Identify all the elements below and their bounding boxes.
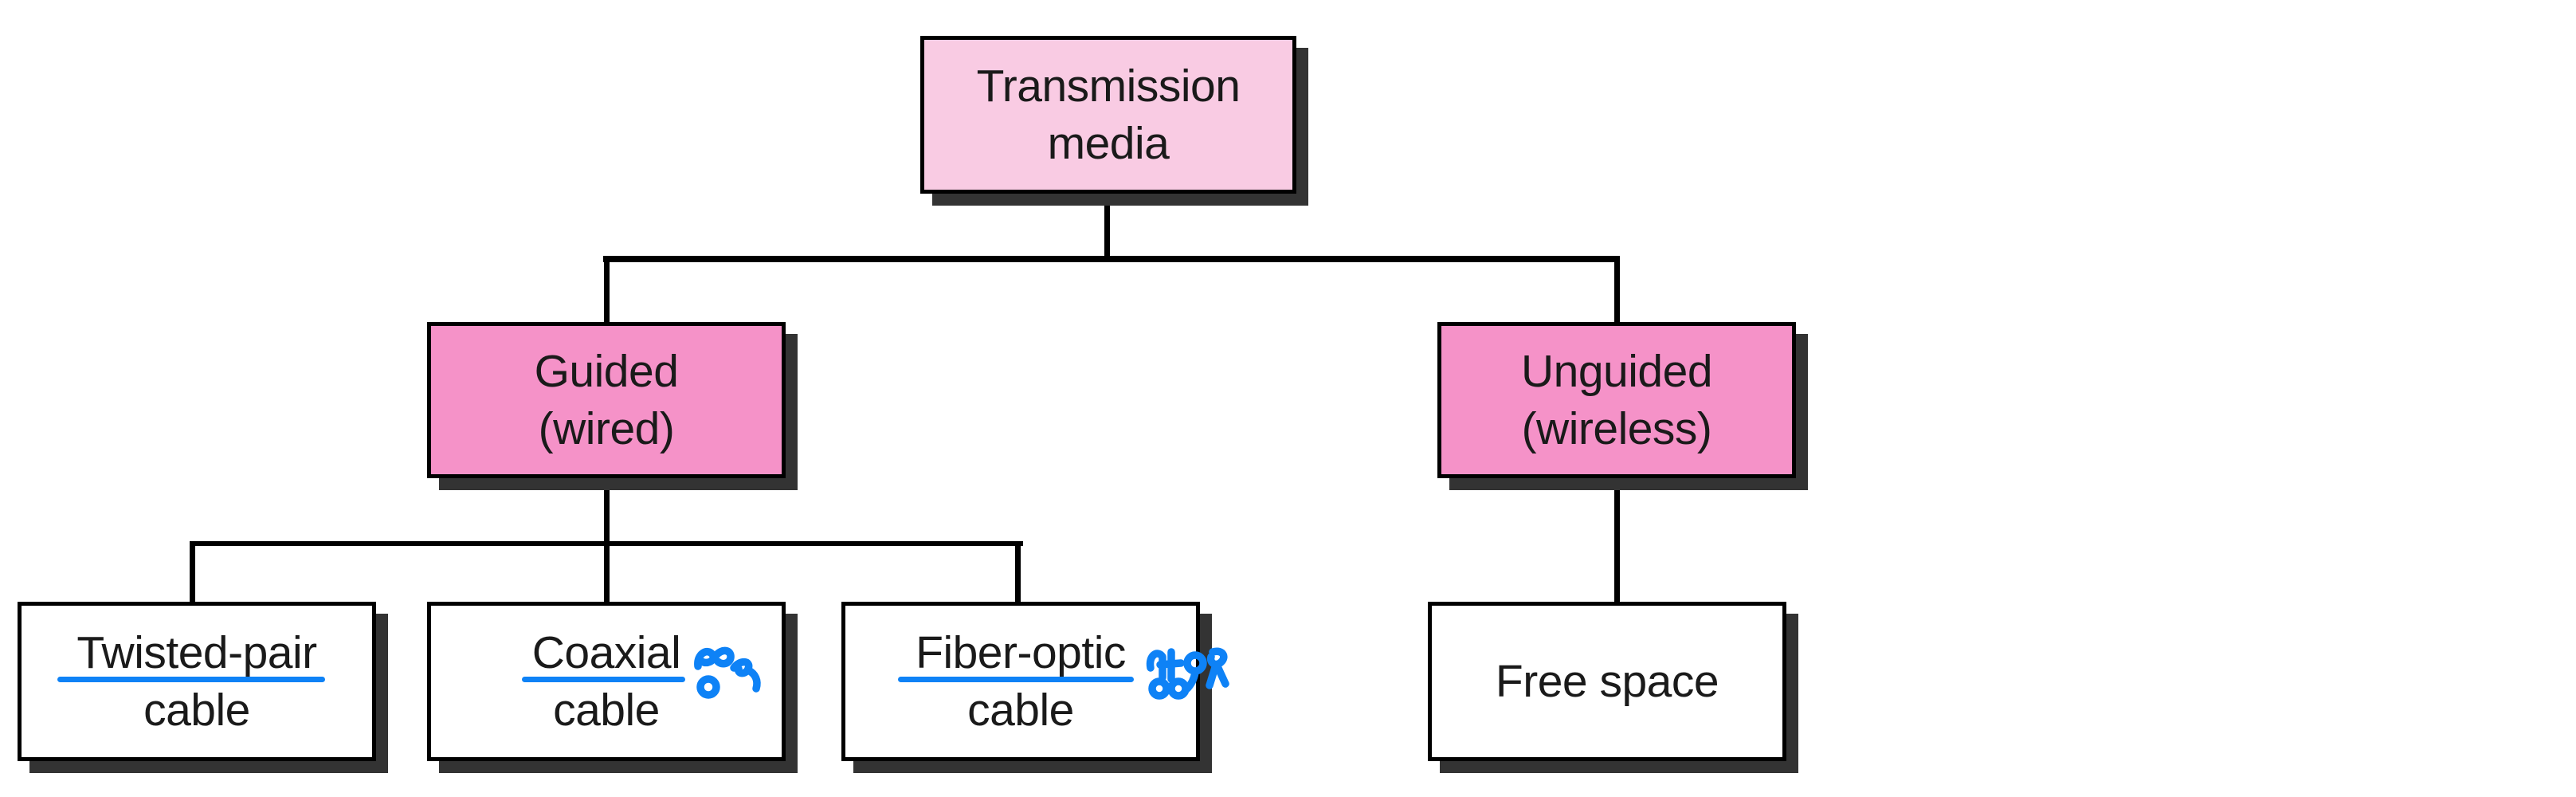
node-transmission-media: Transmission media (920, 36, 1296, 194)
fiber-optic-handwritten-scribble (1146, 647, 1229, 700)
node-label-line1: Guided (534, 346, 679, 397)
connector-unguided-top (1614, 262, 1620, 323)
node-free-space: Free space (1428, 602, 1786, 761)
node-label-line1: Unguided (1520, 346, 1713, 397)
node-label-line1: Coaxial (531, 627, 681, 678)
node-label-line2: cable (143, 685, 250, 736)
coaxial-blue-underline (522, 677, 685, 682)
fiber-optic-blue-underline (898, 677, 1134, 682)
connector-guided-bottom (604, 477, 610, 603)
connector-fiber-optic-drop (1015, 544, 1021, 603)
node-guided-wired: Guided (wired) (427, 322, 786, 478)
connector-unguided-bottom (1614, 477, 1620, 603)
connector-twisted-pair-drop (190, 544, 195, 603)
node-label-line1: Free space (1495, 656, 1719, 707)
connector-level1-horizontal (603, 256, 1620, 262)
connector-root-drop (1104, 192, 1110, 259)
twisted-pair-blue-underline (57, 677, 325, 682)
node-label-line2: (wired) (538, 403, 675, 454)
node-label-line1: Twisted-pair (76, 627, 317, 678)
connector-guided-top (604, 262, 610, 323)
node-label-line1: Fiber-optic (916, 627, 1126, 678)
coaxial-handwritten-scribble (694, 646, 761, 699)
connector-level2-horizontal (190, 541, 1023, 546)
node-label-line2: media (1047, 118, 1170, 169)
node-label-line1: Transmission (976, 61, 1241, 112)
node-label-line2: cable (967, 685, 1074, 736)
node-label-line2: (wireless) (1521, 403, 1712, 454)
node-label-line2: cable (553, 685, 660, 736)
node-unguided-wireless: Unguided (wireless) (1437, 322, 1796, 478)
